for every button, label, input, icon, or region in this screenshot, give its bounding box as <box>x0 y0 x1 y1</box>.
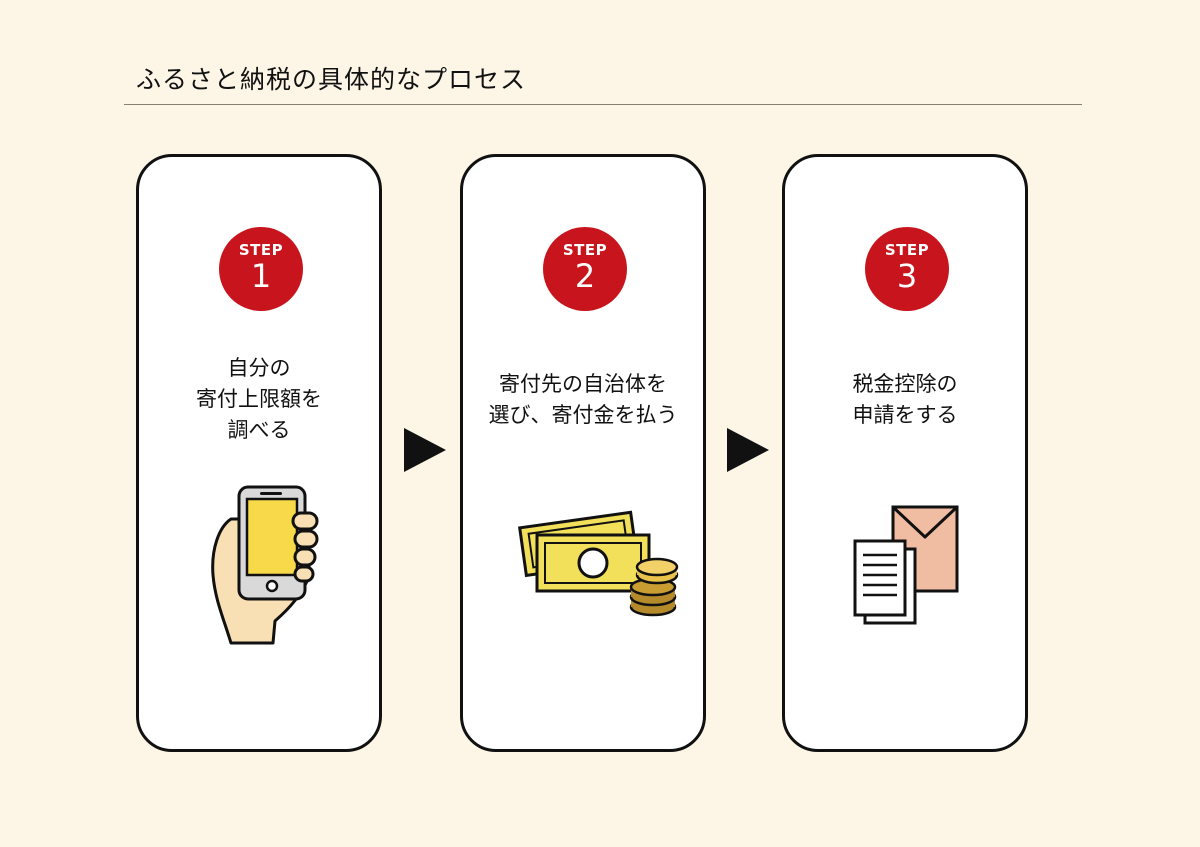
step-1-line-2: 寄付上限額を <box>196 387 322 411</box>
smartphone-in-hand-icon <box>211 485 319 645</box>
page-title: ふるさと納税の具体的なプロセス <box>136 65 527 94</box>
banknotes-and-coins-icon <box>518 510 679 617</box>
step-2-description: 寄付先の自治体を 選び、寄付金を払う <box>463 369 703 431</box>
step-arrow-1-icon <box>404 428 446 472</box>
step-1-line-1: 自分の <box>227 356 291 380</box>
title-divider <box>124 104 1082 105</box>
documents-and-envelope-icon <box>853 505 959 625</box>
step-2-line-1: 寄付先の自治体を <box>499 372 667 396</box>
step-2-card: STEP 2 寄付先の自治体を 選び、寄付金を払う <box>460 154 706 752</box>
step-arrow-2-icon <box>727 428 769 472</box>
step-1-description: 自分の 寄付上限額を 調べる <box>139 353 379 446</box>
step-3-badge-label: STEP <box>884 241 930 259</box>
step-2-line-2: 選び、寄付金を払う <box>488 403 678 427</box>
step-2-badge: STEP 2 <box>543 227 627 311</box>
step-1-card: STEP 1 自分の 寄付上限額を 調べる <box>136 154 382 752</box>
step-3-line-2: 申請をする <box>852 403 958 427</box>
step-3-card: STEP 3 税金控除の 申請をする <box>782 154 1028 752</box>
step-1-number: 1 <box>250 257 272 295</box>
step-1-badge: STEP 1 <box>219 227 303 311</box>
step-1-line-3: 調べる <box>227 418 291 442</box>
step-2-number: 2 <box>574 257 596 295</box>
step-3-description: 税金控除の 申請をする <box>785 369 1025 431</box>
step-2-badge-label: STEP <box>562 241 608 259</box>
step-3-badge: STEP 3 <box>865 227 949 311</box>
step-3-line-1: 税金控除の <box>852 372 958 396</box>
step-1-badge-label: STEP <box>238 241 284 259</box>
step-3-number: 3 <box>896 257 918 295</box>
